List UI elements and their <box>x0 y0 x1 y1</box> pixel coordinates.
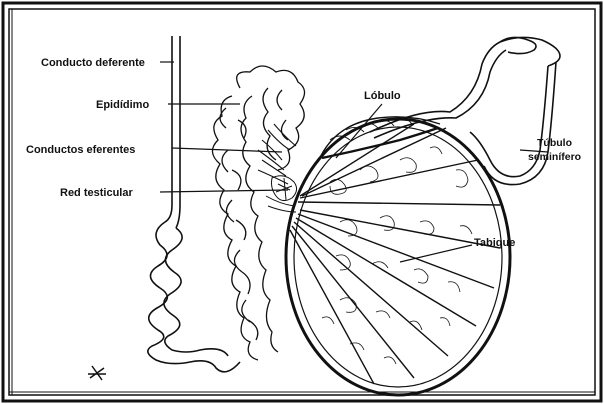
label-conducto-deferente: Conducto deferente <box>41 57 145 69</box>
label-tubulo-line1: Túbulo <box>537 137 572 149</box>
lobule-tubule-texture <box>322 147 472 364</box>
label-red-testicular: Red testicular <box>60 187 133 199</box>
label-epididimo: Epidídimo <box>96 99 149 111</box>
label-conductos-eferentes: Conductos eferentes <box>26 144 135 156</box>
testis-body-illustration <box>286 119 510 395</box>
label-tubulo-line2: seminífero <box>528 151 581 163</box>
efferent-ducts-illustration <box>258 124 296 184</box>
label-lobulo: Lóbulo <box>364 90 401 102</box>
asterisk-mark <box>88 366 106 380</box>
label-tabique: Tabique <box>474 237 515 249</box>
leader-tabique <box>400 245 472 262</box>
vas-deferens-illustration <box>148 36 240 372</box>
